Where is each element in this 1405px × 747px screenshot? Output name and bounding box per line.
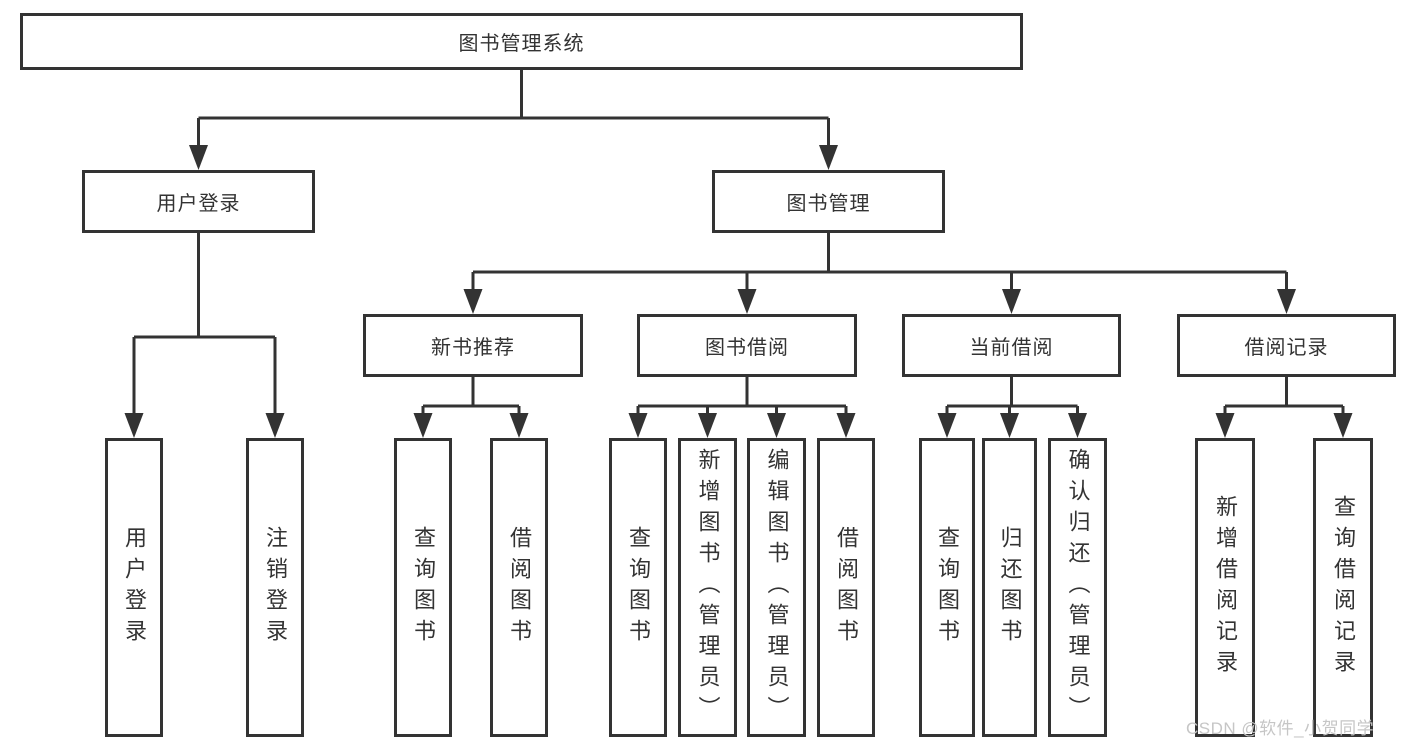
leaf-query-books-current: 查询图书 [919, 438, 975, 737]
leaf-query-books-current-label: 查询图书 [935, 525, 960, 650]
leaf-query-borrow-record: 查询借阅记录 [1313, 438, 1373, 737]
node-current-borrow-label: 当前借阅 [969, 337, 1054, 359]
node-new-book-recommend-label: 新书推荐 [431, 337, 515, 359]
leaf-query-books-borrow-label: 查询图书 [626, 525, 651, 650]
node-root: 图书管理系统 [20, 13, 1023, 70]
leaf-query-borrow-record-label: 查询借阅记录 [1331, 494, 1356, 681]
node-user-login: 用户登录 [82, 170, 315, 233]
leaf-confirm-return-admin-label: 确认归还（管理员） [1065, 448, 1091, 727]
leaf-borrow-books-label: 借阅图书 [834, 525, 859, 650]
leaf-query-books-recommend: 查询图书 [394, 438, 452, 737]
csdn-watermark: CSDN @软件_小贺同学 [1186, 719, 1375, 738]
node-user-login-label: 用户登录 [156, 193, 241, 215]
leaf-borrow-books-recommend: 借阅图书 [490, 438, 548, 737]
node-root-label: 图书管理系统 [458, 33, 585, 55]
leaf-user-login-label: 用户登录 [122, 525, 147, 650]
leaf-edit-book-admin-label: 编辑图书（管理员） [764, 448, 790, 727]
node-book-management-label: 图书管理 [786, 193, 871, 215]
leaf-query-books-borrow: 查询图书 [609, 438, 667, 737]
leaf-confirm-return-admin: 确认归还（管理员） [1048, 438, 1107, 737]
node-borrow-records: 借阅记录 [1177, 314, 1396, 377]
leaf-add-book-admin: 新增图书（管理员） [678, 438, 737, 737]
leaf-return-books-label: 归还图书 [997, 525, 1023, 650]
leaf-logout: 注销登录 [246, 438, 304, 737]
node-borrow-records-label: 借阅记录 [1244, 337, 1329, 359]
leaf-borrow-books: 借阅图书 [817, 438, 875, 737]
leaf-borrow-books-recommend-label: 借阅图书 [507, 525, 532, 650]
leaf-add-borrow-record: 新增借阅记录 [1195, 438, 1255, 737]
leaf-query-books-recommend-label: 查询图书 [411, 525, 436, 650]
leaf-user-login: 用户登录 [105, 438, 163, 737]
node-current-borrow: 当前借阅 [902, 314, 1121, 377]
leaf-add-book-admin-label: 新增图书（管理员） [695, 448, 721, 727]
node-book-management: 图书管理 [712, 170, 945, 233]
node-book-borrow-label: 图书借阅 [705, 337, 789, 359]
node-book-borrow: 图书借阅 [637, 314, 857, 377]
leaf-return-books: 归还图书 [982, 438, 1037, 737]
node-new-book-recommend: 新书推荐 [363, 314, 583, 377]
leaf-edit-book-admin: 编辑图书（管理员） [747, 438, 806, 737]
leaf-logout-label: 注销登录 [263, 525, 288, 650]
leaf-add-borrow-record-label: 新增借阅记录 [1213, 494, 1238, 681]
